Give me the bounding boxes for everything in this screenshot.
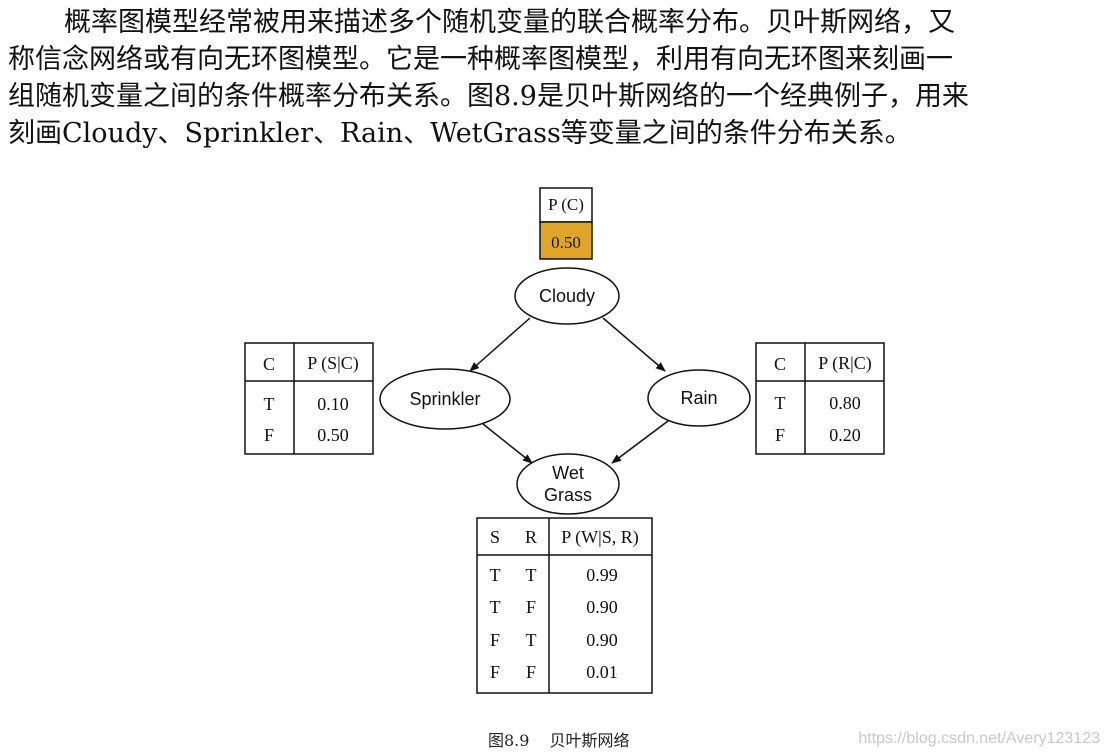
p-r-header-prob: P (R|C) — [818, 353, 871, 374]
edge-cloudy-rain — [602, 317, 666, 372]
paragraph-line: 组随机变量之间的条件概率分布关系。图8.9是贝叶斯网络的一个经典例子，用来 — [8, 81, 969, 112]
node-sprinkler: Sprinkler — [379, 368, 511, 430]
p-s-row-0-prob: 0.10 — [317, 394, 349, 414]
p-w-header-s: S — [490, 527, 500, 547]
p-w-header-prob: P (W|S, R) — [561, 527, 638, 548]
p-r-row-1-prob: 0.20 — [829, 425, 861, 445]
node-wetgrass: Wet Grass — [516, 453, 620, 515]
edge-cloudy-sprinkler — [469, 317, 531, 372]
p-c-value: 0.50 — [551, 233, 581, 252]
table-p-r-given-c: C P (R|C) T 0.80 F 0.20 — [755, 342, 885, 455]
table-p-s-given-c: C P (S|C) T 0.10 F 0.50 — [244, 342, 374, 455]
figure-caption: 图8.9 贝叶斯网络 — [488, 727, 649, 751]
p-w-row-1-s: T — [490, 597, 501, 617]
p-w-row-3-s: F — [490, 662, 500, 682]
p-w-header-r: R — [525, 527, 537, 547]
paragraph-line: 刻画Cloudy、Sprinkler、Rain、WetGrass等变量之间的条件… — [8, 118, 912, 149]
p-w-row-0-prob: 0.99 — [586, 565, 618, 585]
edge-rain-wetgrass — [611, 417, 673, 464]
node-rain: Rain — [647, 369, 751, 427]
table-p-w-given-s-r: S R P (W|S, R) T T 0.99 T F 0.90 F T 0.9… — [476, 517, 653, 694]
table-p-c: P (C) 0.50 — [539, 187, 593, 260]
paragraph-line: 概率图模型经常被用来描述多个随机变量的联合概率分布。贝叶斯网络，又 — [64, 7, 955, 38]
p-w-row-0-s: T — [490, 565, 501, 585]
figure-number: 图8.9 — [488, 731, 530, 750]
node-cloudy: Cloudy — [514, 267, 620, 325]
p-s-row-1-prob: 0.50 — [317, 425, 349, 445]
p-w-row-1-r: F — [526, 597, 536, 617]
p-r-row-1-c: F — [775, 425, 785, 445]
p-r-row-0-prob: 0.80 — [829, 393, 861, 413]
p-s-row-0-c: T — [264, 394, 275, 414]
p-s-header-prob: P (S|C) — [307, 353, 358, 374]
p-w-row-3-prob: 0.01 — [586, 662, 618, 682]
node-sprinkler-label: Sprinkler — [409, 389, 480, 409]
p-w-row-2-prob: 0.90 — [586, 630, 618, 650]
node-rain-label: Rain — [680, 388, 717, 408]
node-wetgrass-label-2: Grass — [544, 485, 592, 505]
node-cloudy-label: Cloudy — [539, 286, 595, 306]
p-r-header-c: C — [774, 354, 786, 374]
p-s-row-1-c: F — [264, 425, 274, 445]
p-r-row-0-c: T — [775, 393, 786, 413]
edge-sprinkler-wetgrass — [482, 423, 533, 464]
p-w-row-2-s: F — [490, 630, 500, 650]
node-wetgrass-label-1: Wet — [552, 463, 584, 483]
p-w-row-3-r: F — [526, 662, 536, 682]
watermark: https://blog.csdn.net/Avery123123 — [858, 730, 1100, 747]
p-c-header: P (C) — [548, 195, 584, 214]
paragraph-line: 称信念网络或有向无环图模型。它是一种概率图模型，利用有向无环图来刻画一 — [8, 44, 953, 75]
figure-title: 贝叶斯网络 — [549, 731, 630, 750]
p-w-row-1-prob: 0.90 — [586, 597, 618, 617]
p-s-header-c: C — [263, 354, 275, 374]
edges — [469, 317, 673, 464]
intro-paragraph: 概率图模型经常被用来描述多个随机变量的联合概率分布。贝叶斯网络，又 称信念网络或… — [8, 4, 1108, 152]
p-c-value-cell — [539, 221, 593, 260]
p-w-row-0-r: T — [526, 565, 537, 585]
p-w-row-2-r: T — [526, 630, 537, 650]
